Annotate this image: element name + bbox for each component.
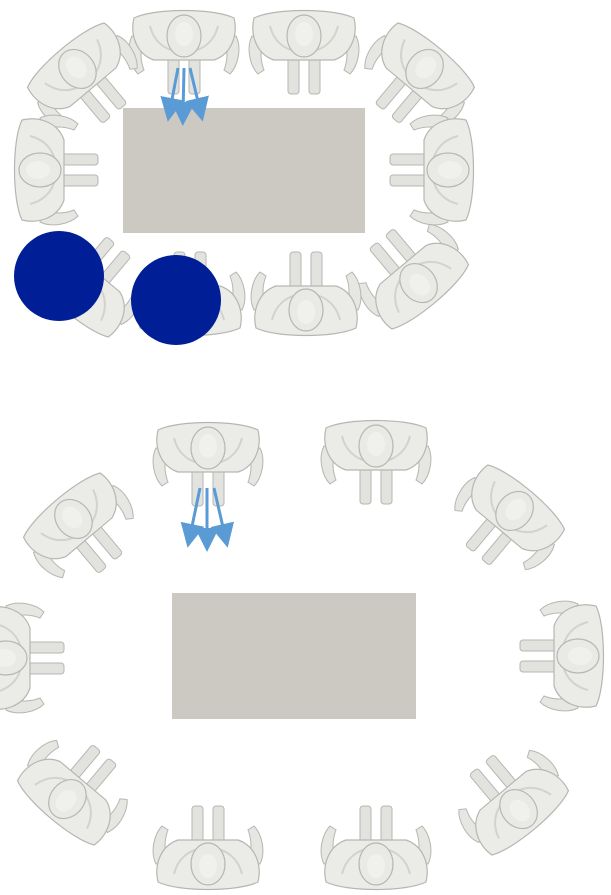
bottom-person-8 bbox=[439, 729, 577, 864]
bottom-person-9 bbox=[153, 806, 263, 890]
occluder-circle bbox=[131, 255, 221, 345]
top-person-10 bbox=[251, 252, 361, 336]
top-person-5 bbox=[15, 115, 99, 225]
bottom-person-5 bbox=[0, 603, 64, 713]
bottom-person-7 bbox=[9, 719, 147, 854]
bottom-panel bbox=[0, 421, 604, 890]
bottom-person-4 bbox=[435, 456, 573, 591]
top-person-2 bbox=[249, 11, 359, 95]
bottom-person-10 bbox=[321, 806, 431, 890]
top-panel bbox=[14, 11, 483, 346]
top-person-6 bbox=[390, 115, 474, 225]
bottom-person-3 bbox=[15, 464, 153, 599]
bottom-person-2 bbox=[321, 421, 431, 505]
occluder-circle bbox=[14, 231, 104, 321]
top-table bbox=[123, 108, 365, 233]
bottom-person-6 bbox=[520, 601, 604, 711]
top-gaze-arrow bbox=[183, 68, 184, 114]
bottom-table bbox=[172, 593, 416, 719]
